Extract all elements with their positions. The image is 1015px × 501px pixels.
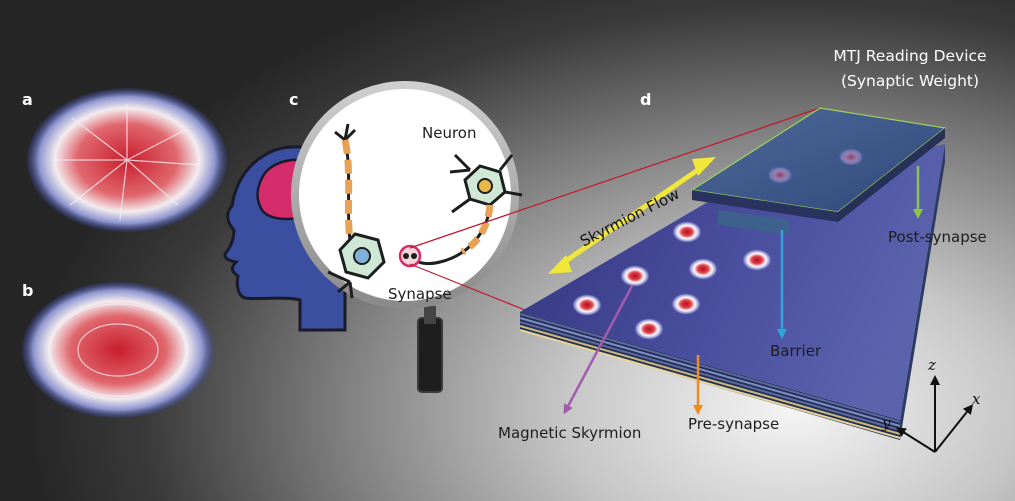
device-title-line2: (Synaptic Weight) xyxy=(840,72,980,90)
panel-label-a: a xyxy=(22,90,33,109)
axis-y-label: y xyxy=(882,414,891,432)
pre-synapse-label: Pre-synapse xyxy=(688,415,780,433)
panel-label-c: c xyxy=(289,90,299,109)
device-title-line1: MTJ Reading Device xyxy=(833,47,987,65)
magnetic-skyrmion-arrow xyxy=(563,285,634,415)
synapse-label: Synapse xyxy=(388,285,452,303)
panel-label-d: d xyxy=(640,90,652,109)
skyrmion-a-illustration xyxy=(27,88,227,232)
coordinate-axes xyxy=(895,375,974,453)
device-stack xyxy=(519,107,947,440)
skyrmion-dots xyxy=(572,221,772,340)
panel-label-b: b xyxy=(22,281,34,300)
skyrmion-b-illustration xyxy=(22,282,214,418)
axis-x-label: x xyxy=(972,390,981,408)
magnetic-skyrmion-label: Magnetic Skyrmion xyxy=(498,424,642,442)
neuron-label: Neuron xyxy=(422,124,477,142)
post-synapse-label: Post-synapse xyxy=(888,228,987,246)
skyrmion-flow-arrow xyxy=(548,157,716,274)
axis-z-label: z xyxy=(928,356,936,374)
barrier-label: Barrier xyxy=(770,342,822,360)
zoom-lines xyxy=(409,107,821,311)
magnifier-illustration xyxy=(291,81,523,393)
